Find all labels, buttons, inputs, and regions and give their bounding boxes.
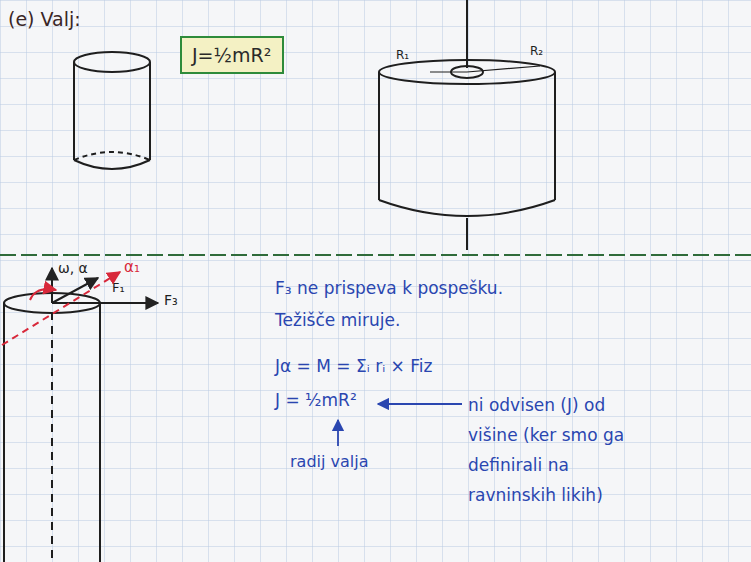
label-text: R₁ <box>396 48 409 62</box>
note-text: F₃ ne prispeva k pospešku. <box>275 278 503 298</box>
hollow-cylinder <box>379 0 555 250</box>
vector-label: ω, α <box>58 260 88 276</box>
cylinder-rotating <box>4 268 158 562</box>
section-heading: (e) Valj: <box>8 8 81 30</box>
alpha-one-vector <box>2 272 120 345</box>
label-text: α₁ <box>124 258 140 276</box>
label-text: Težišče miruje. <box>275 310 400 330</box>
note-text: ni odvisen (J) od višine (ker smo ga def… <box>468 390 653 510</box>
label-text: F₁ <box>112 280 125 295</box>
equation: J = ½mR² <box>275 390 357 410</box>
label-text: Jα = M = Σᵢ rᵢ × Fiz <box>275 356 432 376</box>
formula-box: J=½mR² <box>180 36 284 74</box>
force-label: F₃ <box>164 292 178 308</box>
label-text: radij valja <box>290 452 368 471</box>
label-text: ni odvisen (J) od višine (ker smo ga def… <box>468 395 624 505</box>
label-text: ω, α <box>58 260 88 276</box>
divider-line <box>0 254 751 256</box>
radius-label: R₂ <box>530 44 543 58</box>
note-text: radij valja <box>290 452 368 471</box>
label-text: F₃ <box>164 292 178 308</box>
note-text: Težišče miruje. <box>275 310 400 330</box>
cylinder-left <box>74 52 150 169</box>
label-text: (e) Valj: <box>8 8 81 30</box>
force-label: F₁ <box>112 280 125 295</box>
leader-arrows <box>338 404 462 446</box>
label-text: J = ½mR² <box>275 390 357 410</box>
label-text: F₃ ne prispeva k pospešku. <box>275 278 503 298</box>
vector-label: α₁ <box>124 258 140 276</box>
radius-label: R₁ <box>396 48 409 62</box>
label-text: R₂ <box>530 44 543 58</box>
formula-text: J=½mR² <box>192 44 272 66</box>
equation: Jα = M = Σᵢ rᵢ × Fiz <box>275 356 432 376</box>
